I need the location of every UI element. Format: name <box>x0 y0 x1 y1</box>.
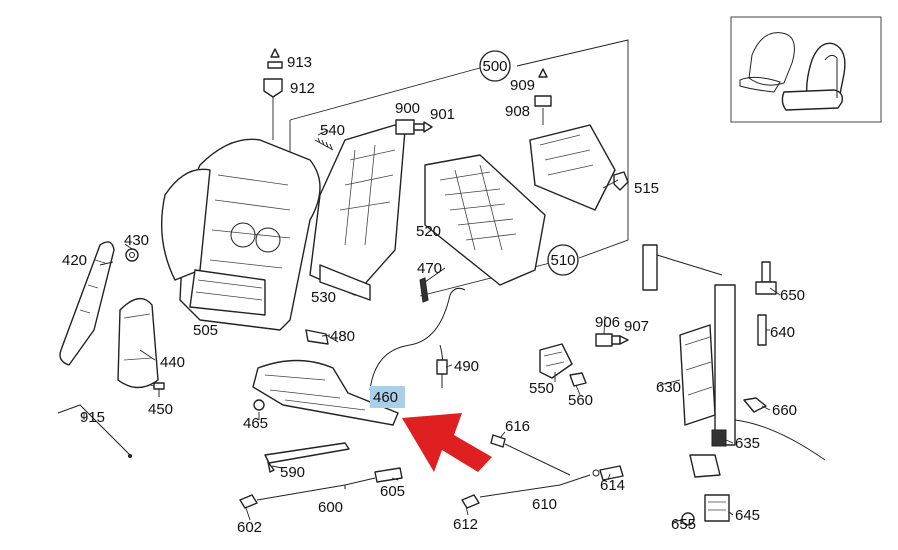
part-450-screw <box>153 382 165 397</box>
callout-circle-500 <box>479 50 511 82</box>
label-540: 540 <box>320 122 345 139</box>
part-590-rail <box>264 442 350 473</box>
label-907: 907 <box>624 318 649 335</box>
label-500: 500 <box>482 58 507 75</box>
label-600: 600 <box>318 499 343 516</box>
label-550: 550 <box>529 380 554 397</box>
part-520-lumbar-frame <box>424 154 546 286</box>
part-610-cable <box>461 434 624 509</box>
part-660-connector <box>743 397 767 413</box>
part-490-connector <box>436 359 448 388</box>
label-530: 530 <box>311 289 336 306</box>
part-635-connector <box>711 429 727 447</box>
label-520: 520 <box>416 223 441 240</box>
label-470: 470 <box>417 260 442 277</box>
label-660: 660 <box>772 402 797 419</box>
group-frame-500-510: 500 510 <box>289 39 629 300</box>
seat-overview-thumbnail <box>730 16 882 123</box>
part-460-seat-frame <box>252 287 466 426</box>
label-655: 655 <box>671 516 696 533</box>
label-490: 490 <box>454 358 479 375</box>
part-labels: 913 912 540 900 901 909 908 515 520 420 … <box>62 54 805 536</box>
label-640: 640 <box>770 324 795 341</box>
part-480-switch <box>305 329 339 345</box>
part-915-cable <box>57 404 132 458</box>
label-635: 635 <box>735 435 760 452</box>
label-650: 650 <box>780 287 805 304</box>
label-605: 605 <box>380 483 405 500</box>
label-430: 430 <box>124 232 149 249</box>
label-505: 505 <box>193 322 218 339</box>
part-908-control-module <box>529 68 616 211</box>
part-630-slide-assembly <box>642 244 826 478</box>
label-630: 630 <box>656 379 681 396</box>
part-655-plug <box>681 512 695 526</box>
part-420-side-trim <box>59 241 115 366</box>
label-602: 602 <box>237 519 262 536</box>
part-505-backrest-frame <box>161 138 321 331</box>
label-614: 614 <box>600 477 625 494</box>
part-640-sensor <box>757 314 767 346</box>
label-590: 590 <box>280 464 305 481</box>
label-460: 460 <box>373 389 398 406</box>
leader-lines <box>83 179 781 523</box>
part-650-sensor <box>755 261 777 295</box>
label-909: 909 <box>510 77 535 94</box>
label-450: 450 <box>148 401 173 418</box>
part-430-screw <box>125 248 139 262</box>
label-510: 510 <box>550 252 575 269</box>
label-612: 612 <box>453 516 478 533</box>
red-arrow-indicator <box>402 413 492 472</box>
part-530-backrest-panel <box>309 124 406 301</box>
part-465-plug <box>253 399 265 411</box>
part-645-module <box>704 494 730 522</box>
part-470-connector <box>419 277 429 303</box>
part-912-913-caps <box>263 48 283 140</box>
callout-circle-510 <box>547 244 579 276</box>
label-560: 560 <box>568 392 593 409</box>
label-900: 900 <box>395 100 420 117</box>
label-440: 440 <box>160 354 185 371</box>
label-908: 908 <box>505 103 530 120</box>
part-900-901-connector <box>395 119 433 135</box>
highlight-460 <box>370 386 405 408</box>
label-616: 616 <box>505 418 530 435</box>
label-901: 901 <box>430 106 455 123</box>
part-550-buckle <box>539 333 629 387</box>
label-610: 610 <box>532 496 557 513</box>
part-540-spring <box>314 129 334 151</box>
label-915: 915 <box>80 409 105 426</box>
label-645: 645 <box>735 507 760 524</box>
label-515: 515 <box>634 180 659 197</box>
label-420: 420 <box>62 252 87 269</box>
label-465: 465 <box>243 415 268 432</box>
label-912: 912 <box>290 80 315 97</box>
label-480: 480 <box>330 328 355 345</box>
label-906: 906 <box>595 314 620 331</box>
part-600-cable <box>239 467 403 509</box>
part-440-cover-panel <box>117 297 159 389</box>
label-913: 913 <box>287 54 312 71</box>
